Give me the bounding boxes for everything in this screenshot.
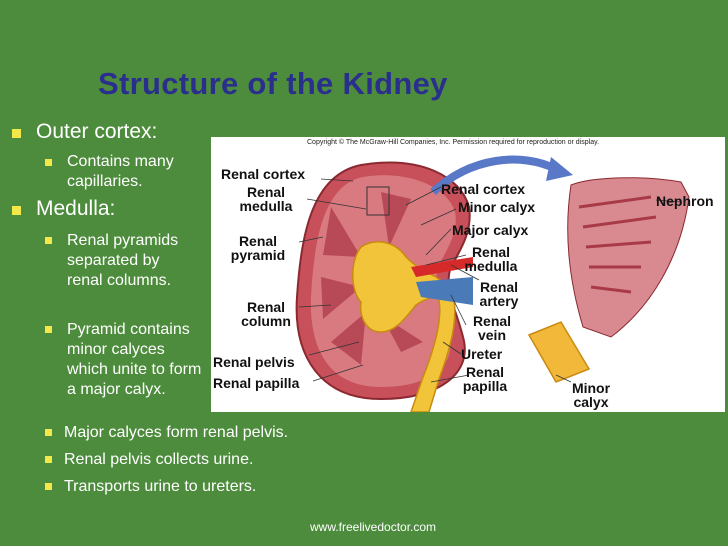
label-nephron: Nephron bbox=[656, 193, 714, 209]
label-renal-medulla-right: Renal medulla bbox=[464, 244, 518, 274]
sub-bullet-marker bbox=[45, 159, 52, 166]
bullet-pyramid-calyces: Pyramid contains minor calyces which uni… bbox=[67, 321, 202, 398]
label-minor-calyx-top: Minor calyx bbox=[458, 199, 536, 215]
copyright-notice: Copyright © The McGraw-Hill Companies, I… bbox=[307, 139, 600, 146]
label-renal-pelvis: Renal pelvis bbox=[213, 354, 295, 370]
label-renal-vein: Renal vein bbox=[472, 313, 512, 343]
slide-title: Structure of the Kidney bbox=[98, 66, 448, 101]
label-renal-medulla-left: Renal medulla bbox=[239, 184, 293, 214]
bullet-marker bbox=[12, 129, 21, 138]
label-renal-pyramid: Renal pyramid bbox=[230, 233, 286, 263]
label-renal-cortex-right: Renal cortex bbox=[441, 181, 526, 197]
label-minor-calyx-bottom: Minor calyx bbox=[571, 380, 611, 410]
kidney-illustration bbox=[295, 155, 690, 412]
label-renal-papilla-right: Renal papilla bbox=[462, 364, 508, 394]
bullet-marker bbox=[12, 206, 21, 215]
sub-bullet-marker bbox=[45, 456, 52, 463]
sub-bullet-marker bbox=[45, 326, 52, 333]
label-major-calyx: Major calyx bbox=[452, 222, 529, 238]
sub-bullet-marker bbox=[45, 483, 52, 490]
sub-bullet-marker bbox=[45, 237, 52, 244]
bullet-contains-capillaries: Contains many capillaries. bbox=[67, 153, 174, 190]
bullet-medulla: Medulla: bbox=[36, 197, 116, 220]
label-renal-column: Renal column bbox=[241, 299, 291, 329]
bullet-outer-cortex: Outer cortex: bbox=[36, 120, 158, 143]
label-renal-artery: Renal artery bbox=[479, 279, 519, 309]
bullet-major-calyces: Major calyces form renal pelvis. bbox=[64, 424, 289, 441]
label-renal-papilla-left: Renal papilla bbox=[213, 375, 300, 391]
bullet-transports: Transports urine to ureters. bbox=[64, 478, 257, 495]
bullet-renal-pyramids: Renal pyramids separated by renal column… bbox=[67, 232, 179, 289]
sub-bullet-marker bbox=[45, 429, 52, 436]
footer-url: www.freelivedoctor.com bbox=[310, 520, 437, 534]
bullet-renal-pelvis: Renal pelvis collects urine. bbox=[64, 451, 254, 468]
label-ureter: Ureter bbox=[461, 346, 503, 362]
label-renal-cortex-left: Renal cortex bbox=[221, 166, 306, 182]
kidney-diagram: Copyright © The McGraw-Hill Companies, I… bbox=[211, 137, 725, 412]
